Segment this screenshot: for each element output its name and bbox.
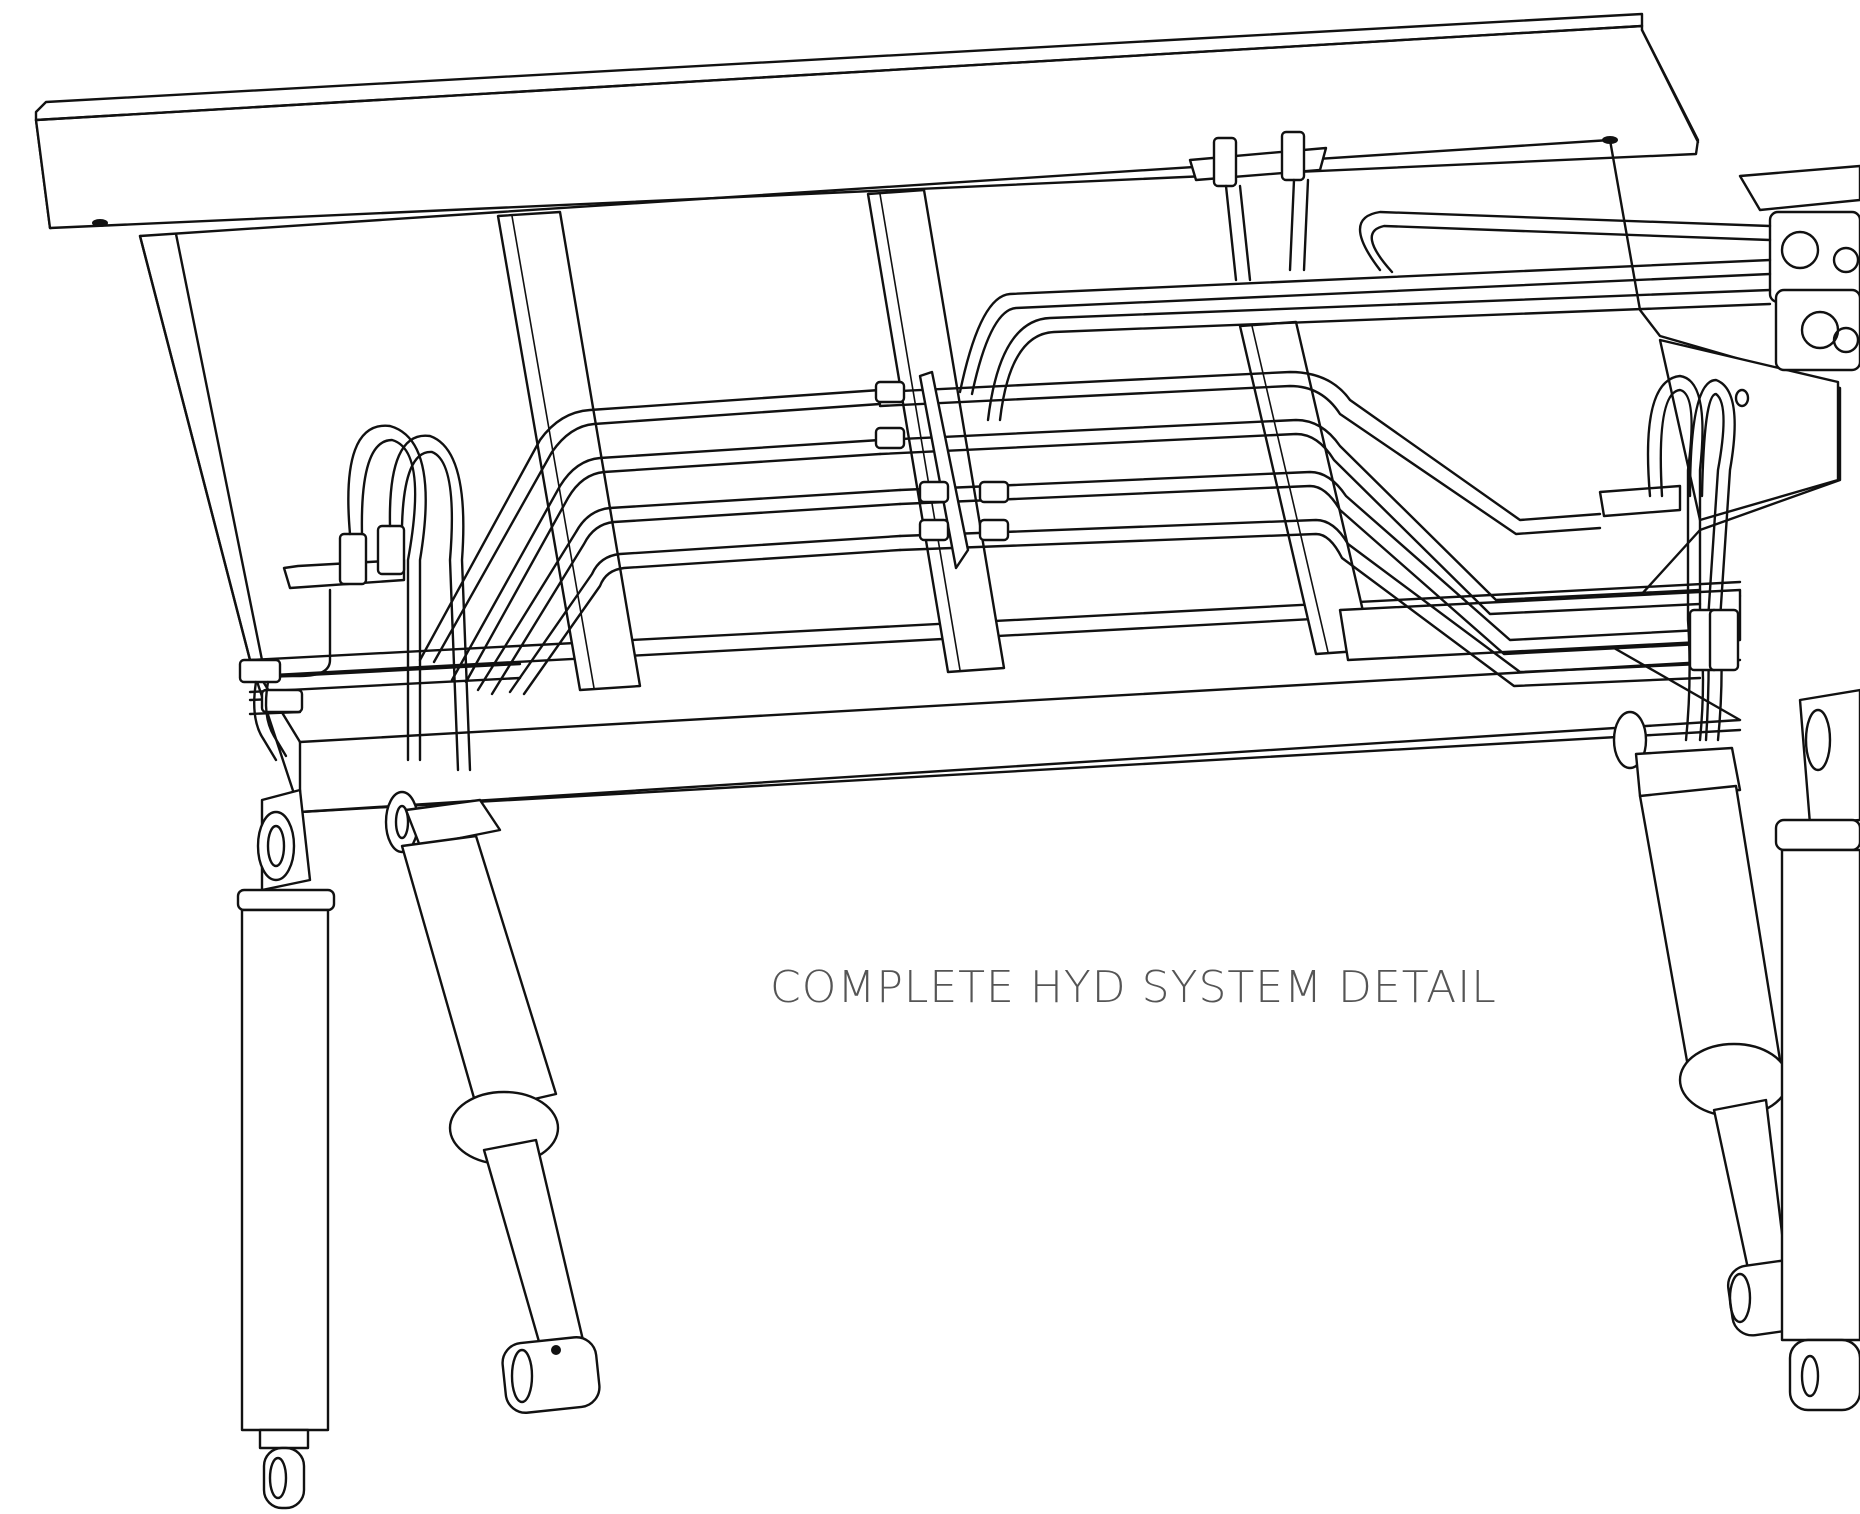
left-angled-cylinder	[384, 790, 601, 1414]
drawing-caption: COMPLETE HYD SYSTEM DETAIL	[770, 962, 1497, 1013]
center-bracket	[874, 370, 1010, 570]
right-angled-cylinder	[1612, 710, 1824, 1337]
top-hose-fittings	[1188, 130, 1328, 282]
hydraulic-tubes	[248, 210, 1772, 716]
frame-body	[138, 138, 1842, 814]
right-hoses	[1598, 374, 1740, 742]
frame-ribs	[496, 188, 1374, 692]
top-angle-rail	[34, 12, 1700, 230]
control-valve-block	[1738, 164, 1860, 372]
right-vertical-cylinder	[1774, 688, 1860, 1412]
left-vertical-cylinder	[236, 788, 336, 1510]
left-hoses	[258, 424, 472, 772]
left-elbow-fittings	[238, 658, 304, 762]
